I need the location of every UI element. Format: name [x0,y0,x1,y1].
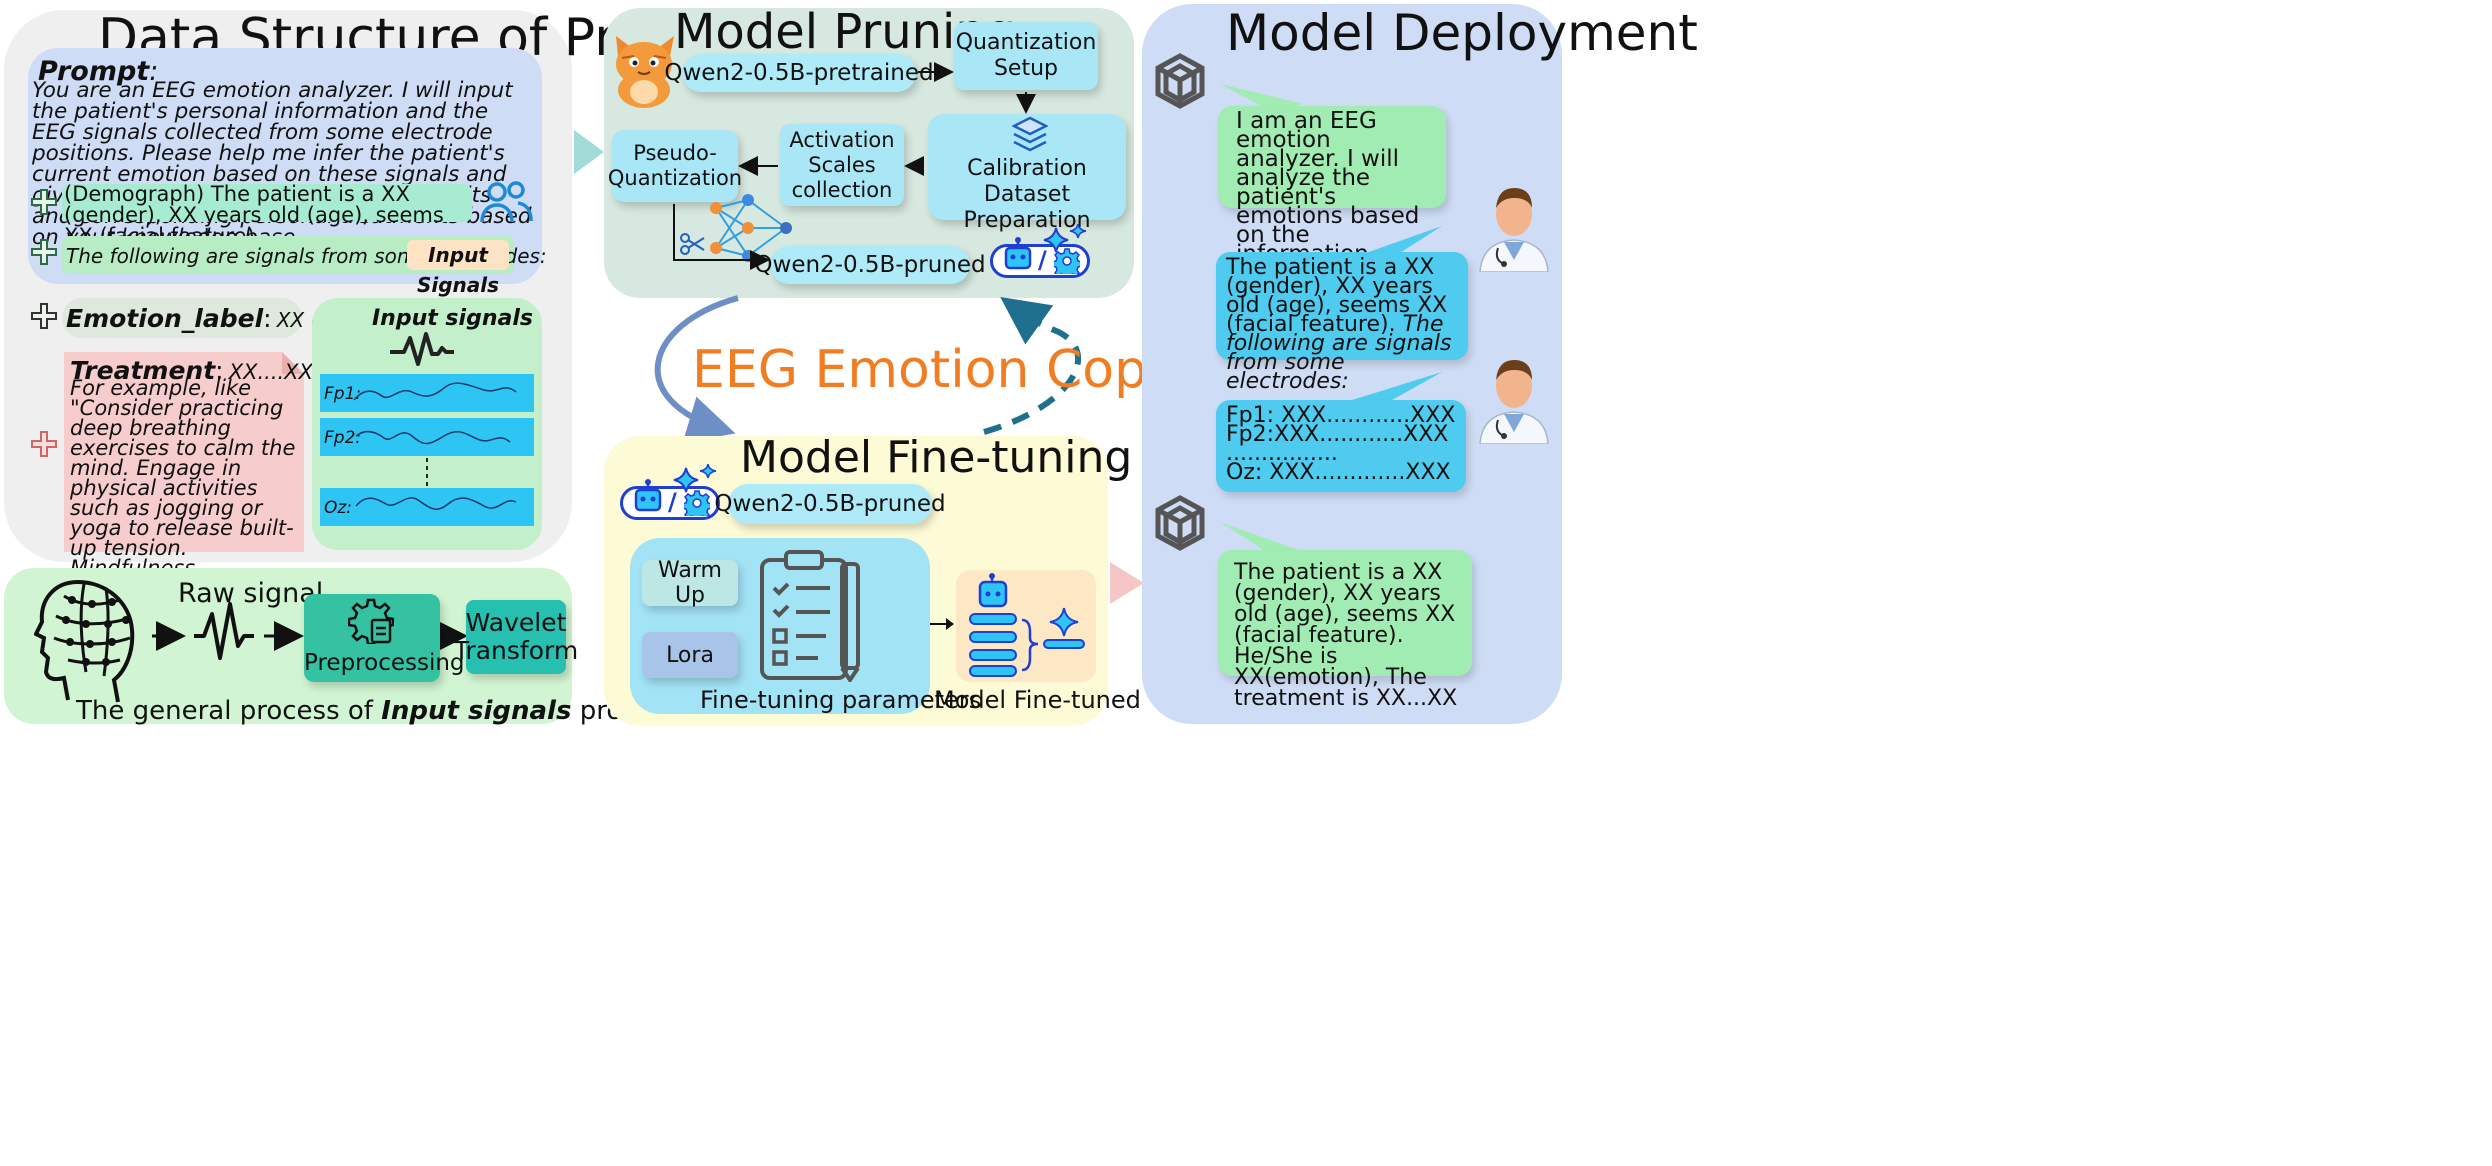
emotion-label-key: Emotion_label [66,304,264,333]
prompt-heading: Prompt: [38,56,158,87]
channel-label-fp2: Fp2: [324,428,362,448]
treatment-colon: : [215,356,224,385]
brain-eeg-icon [34,580,135,703]
treatment-heading: Treatment: XX....XX. [70,356,320,385]
plus-icon [31,303,57,329]
openai-logo-icon [1155,495,1205,551]
user-bubble-signals: Fp1: XXX............XXX Fp2:XXX.........… [1216,400,1466,492]
eeg-waves [353,382,517,510]
pill-slash: / [668,488,677,516]
treatment-note [64,352,304,552]
gear-icon [1054,248,1080,274]
wavelet-box: Wavelet Transform [454,600,578,674]
left-connector-arrow [574,130,604,174]
bubble-tails [1220,84,1442,554]
signal-line: Oz: XXX.............XXX [1226,460,1451,485]
pruning-arrows [673,62,1036,270]
activation-box: Activation Scales collection [780,124,904,206]
caption-prefix: The general process of [76,696,382,726]
scissors-icon [680,233,705,255]
signal-line: Fp1: XXX............XXX [1226,403,1456,428]
clipboard-checklist-icon [760,550,860,682]
signal-bar-fp1 [320,374,534,412]
user-bubble-info: The patient is a XX (gender), XX years o… [1216,252,1468,393]
process-arrows [152,602,468,660]
openai-logo-icon [1155,53,1205,109]
input-signals-title: Input signals [372,306,533,331]
assistant-bubble-intro: I am an EEG emotion analyzer. I will ana… [1218,106,1446,285]
tuned-model-icon [969,573,1085,677]
plus-icon [31,431,57,457]
robot-icon [634,479,662,512]
prompt-colon: : [149,56,159,87]
pill-slash: / [1038,246,1047,274]
model-deployment-title: Model Deployment [1226,4,1698,62]
users-icon [480,181,533,223]
copilot-cycle-arrows [654,295,1082,443]
doctor-avatar-icon [1479,360,1549,444]
input-signals-tag: Input Signals [407,240,509,297]
signal-bar-oz [320,488,534,526]
user-bubble-italic: The following are signals from some elec… [1226,312,1452,394]
pretrained-model-box: Qwen2-0.5B-pretrained [664,54,934,92]
signal-line: Fp2:XXX............XXX [1226,422,1449,447]
right-connector-arrow [1110,562,1144,604]
lora-box: Lora [642,632,738,678]
signal-bar-fp2 [320,418,534,456]
sparkle-icon [1043,224,1087,253]
preprocessing-label: Preprocessing [304,650,465,676]
finetune-model-box: Qwen2-0.5B-pruned [714,484,946,524]
layers-icon [1012,116,1048,152]
emotion-label-box [62,298,302,338]
assistant-bubble-diagnosis: The patient is a XX (gender), XX years o… [1218,550,1472,710]
channel-label-fp1: Fp1: [324,384,362,404]
eeg-emotion-copilot-label: EEG Emotion Copilot [692,340,1229,400]
quant-setup-box: Quantization Setup [954,22,1098,90]
sparkle-icon [673,464,717,493]
pruned-model-box: Qwen2-0.5B-pruned [754,246,986,284]
doctor-avatar-icon [1479,188,1549,272]
pseudo-quant-box: Pseudo-Quantization [608,130,742,202]
model-finetuning-title: Model Fine-tuning [740,432,1133,483]
emotion-label-colon: : [263,304,272,333]
params-label: Fine-tuning parameters [700,686,982,714]
prompt-label: Prompt [38,56,150,87]
demograph-box [62,184,472,222]
channel-label-oz: Oz: [324,498,353,518]
gear-icon [684,490,710,516]
tuned-label: Model Fine-tuned [934,686,1141,714]
raw-signal-label: Raw signal [178,578,324,609]
caption-bold: Input signals [381,696,572,726]
warmup-box: Warm Up [642,558,738,608]
user-bubble-plain: The patient is a XX (gender), XX years o… [1226,255,1448,337]
signal-line: ................ [1226,441,1338,466]
cat-mascot-icon [616,36,674,108]
pulse-icon [390,332,454,366]
plus-icon [31,239,57,265]
arrow-to-tuned [930,618,954,630]
treatment-value: XX....XX. [228,360,320,384]
gear-document-icon [348,598,394,644]
treatment-key: Treatment [70,356,216,385]
calibration-label: Calibration Dataset Preparation [963,156,1091,233]
plus-icon [31,189,57,215]
robot-icon [1004,237,1032,270]
